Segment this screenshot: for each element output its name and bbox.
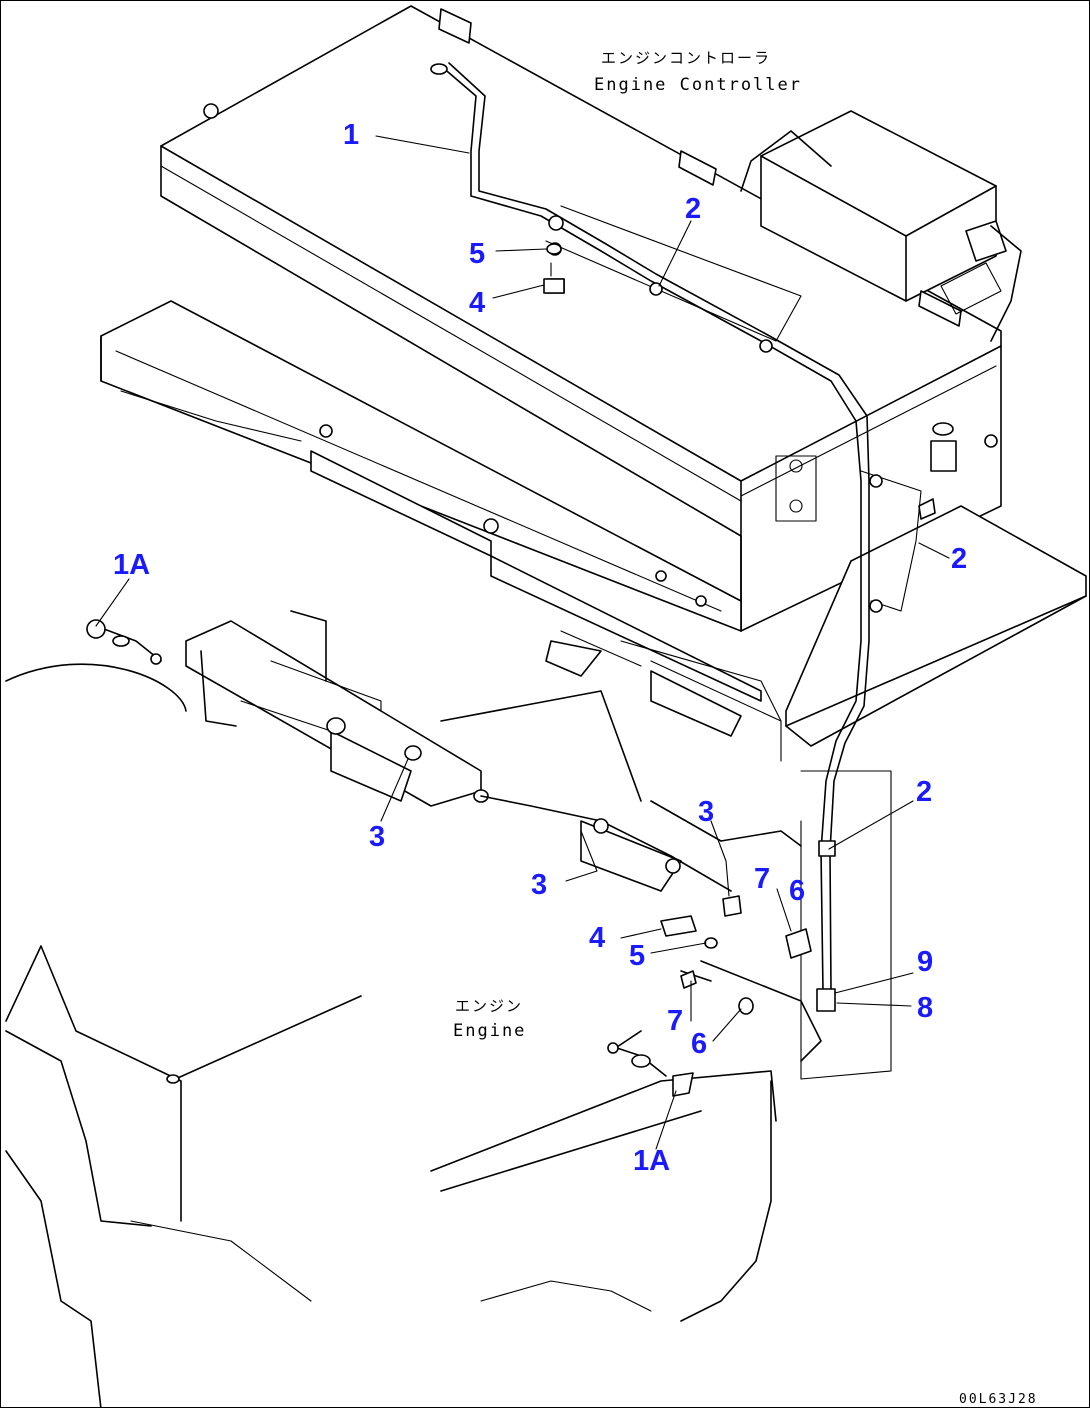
callout-4-lower: 4 [589, 922, 605, 954]
callout-6-upper: 6 [789, 875, 805, 907]
callout-3-left: 3 [369, 821, 385, 853]
engine-label-jp: エンジン [455, 997, 523, 1015]
loose-hardware [543, 243, 812, 1097]
callout-5-lower: 5 [629, 940, 645, 972]
callout-6-lower: 6 [691, 1028, 707, 1060]
callout-7-lower: 7 [667, 1005, 683, 1037]
callout-leaders [95, 135, 950, 1150]
engine-controller-unit [160, 5, 1007, 632]
callout-2-lower: 2 [916, 776, 932, 808]
engine-frame-rail [5, 610, 742, 917]
callout-2-right: 2 [951, 543, 967, 575]
engine-controller-label-jp: エンジンコントローラ [601, 49, 771, 67]
callout-7-upper: 7 [754, 863, 770, 895]
engine-controller-label-en: Engine Controller [594, 75, 802, 95]
drawing-code: 00L63J28 [959, 1392, 1038, 1407]
callout-1: 1 [343, 119, 359, 151]
engine-label-en: Engine [453, 1021, 526, 1041]
callout-3-middle: 3 [531, 869, 547, 901]
callout-9: 9 [917, 946, 933, 978]
wiring-harness [430, 62, 1022, 992]
callout-1a-bottom: 1A [633, 1145, 670, 1177]
callout-3-right: 3 [698, 796, 714, 828]
callout-1a-left: 1A [113, 549, 150, 581]
callout-4-top: 4 [469, 287, 485, 319]
callout-5-top: 5 [469, 238, 485, 270]
callout-8: 8 [917, 992, 933, 1024]
callout-2-top: 2 [685, 193, 701, 225]
